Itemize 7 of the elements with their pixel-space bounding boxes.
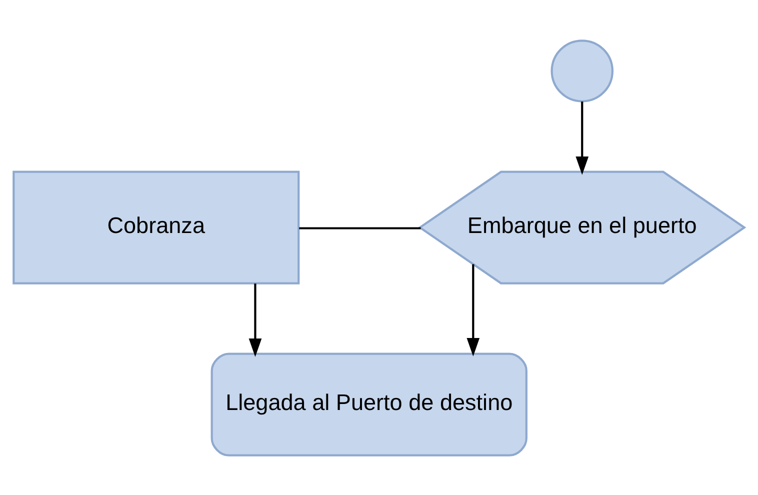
arrow	[248, 283, 262, 356]
arrow	[466, 264, 480, 356]
arrow	[576, 101, 589, 174]
connector	[299, 226, 421, 229]
node-circle	[550, 39, 614, 102]
node-box: Llegada al Puerto de destino	[210, 352, 528, 456]
node-box: Cobranza	[12, 170, 300, 284]
